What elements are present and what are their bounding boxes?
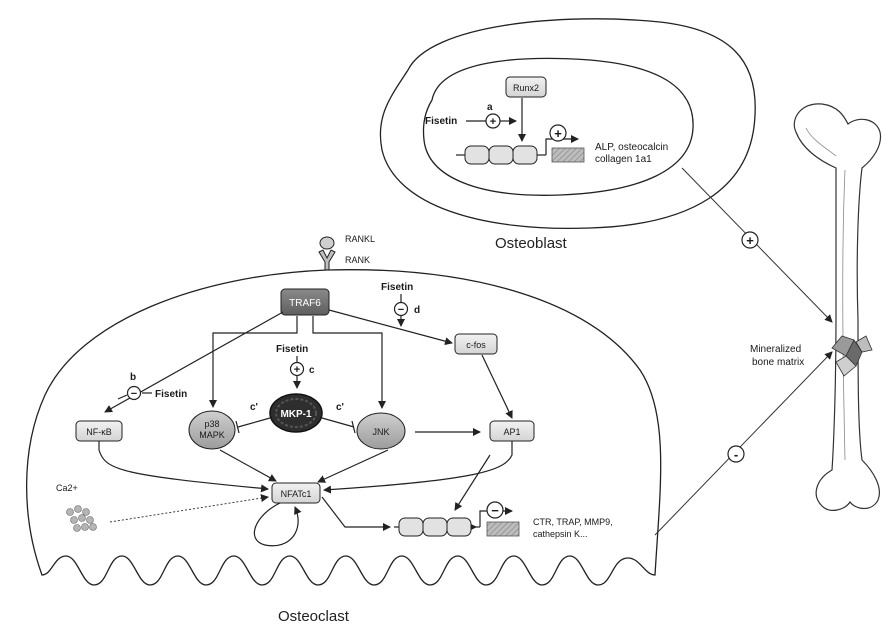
fisetin-b-label: Fisetin bbox=[155, 389, 187, 400]
p38-label-1: p38 bbox=[204, 419, 219, 429]
oc-dna-segment-1 bbox=[398, 517, 424, 537]
svg-text:-: - bbox=[734, 447, 738, 462]
tag-a: a bbox=[487, 102, 493, 113]
nfkb-label: NF-κB bbox=[86, 427, 112, 437]
plus-symbol-c bbox=[289, 361, 305, 377]
jnk-label: JNK bbox=[372, 427, 389, 437]
target-gene-ob bbox=[551, 147, 585, 163]
svg-text:+: + bbox=[294, 364, 300, 376]
svg-text:+: + bbox=[490, 116, 496, 128]
nfatc1-label: NFATc1 bbox=[281, 489, 312, 499]
mineral-crystal-icon bbox=[831, 335, 873, 377]
rank-receptor-icon bbox=[318, 249, 336, 273]
minus-symbol-bone bbox=[727, 445, 745, 463]
fisetin-c-label: Fisetin bbox=[276, 344, 308, 355]
p38-mapk-node bbox=[188, 410, 236, 450]
minus-symbol-d bbox=[393, 301, 409, 317]
minus-symbol-b bbox=[126, 385, 142, 401]
tag-d: d bbox=[414, 305, 420, 316]
plus-symbol-ob bbox=[549, 124, 567, 142]
minus-symbol-oc bbox=[486, 501, 504, 519]
nfatc1-node bbox=[271, 482, 321, 504]
dna-segment-1 bbox=[464, 145, 490, 165]
rankl-ligand bbox=[319, 236, 335, 250]
osteoblast-label: Osteoblast bbox=[495, 235, 568, 252]
svg-text:+: + bbox=[554, 126, 562, 141]
mkp1-label: MKP-1 bbox=[280, 409, 312, 420]
traf6-label: TRAF6 bbox=[289, 298, 321, 309]
dna-segment-3 bbox=[512, 145, 538, 165]
bone-illustration: Mineralized bone matrix bbox=[750, 103, 882, 511]
rank-label: RANK bbox=[345, 255, 370, 265]
ca2-label: Ca2+ bbox=[56, 483, 78, 493]
rankl-label: RANKL bbox=[345, 234, 375, 244]
bone-matrix-label-2: bone matrix bbox=[752, 357, 804, 368]
cfos-label: c-fos bbox=[466, 340, 486, 350]
fisetin-d-label: Fisetin bbox=[381, 282, 413, 293]
osteoclast-label: Osteoclast bbox=[278, 608, 350, 625]
svg-text:−: − bbox=[131, 388, 137, 400]
calcium-ions-icon bbox=[66, 505, 97, 532]
svg-text:+: + bbox=[746, 233, 754, 248]
c-prime-left: c' bbox=[250, 402, 258, 413]
svg-text:−: − bbox=[398, 304, 404, 316]
ap1-label: AP1 bbox=[503, 427, 520, 437]
jnk-node bbox=[356, 412, 406, 450]
osteoblast-targets-2: collagen 1a1 bbox=[595, 154, 652, 165]
oc-dna-segment-3 bbox=[446, 517, 472, 537]
svg-text:−: − bbox=[491, 503, 499, 518]
osteoclast-targets-1: CTR, TRAP, MMP9, bbox=[533, 517, 613, 527]
bone-matrix-label-1: Mineralized bbox=[750, 344, 801, 355]
dna-segment-2 bbox=[488, 145, 514, 165]
osteoblast-cell: Osteoblast Runx2 Fisetin + a + ALP, oste… bbox=[379, 18, 756, 252]
traf6-node bbox=[280, 288, 330, 316]
c-prime-right: c' bbox=[336, 402, 344, 413]
osteoblast-fisetin-label: Fisetin bbox=[425, 116, 457, 127]
runx2-label: Runx2 bbox=[513, 83, 539, 93]
osteoclast-targets-2: cathepsin K... bbox=[533, 529, 588, 539]
rank-receptor: RANKL RANK bbox=[318, 234, 375, 273]
oc-dna-segment-2 bbox=[422, 517, 448, 537]
osteoblast-targets-1: ALP, osteocalcin bbox=[595, 142, 668, 153]
target-gene-oc bbox=[486, 521, 520, 537]
runx2-node bbox=[505, 76, 547, 98]
plus-symbol-bone bbox=[741, 231, 759, 249]
cfos-node bbox=[454, 333, 498, 355]
osteoclast-cell: Osteoclast TRAF6 Fisetin − d c-fos Fiset… bbox=[25, 269, 662, 625]
tag-b: b bbox=[130, 372, 136, 383]
bone-shape bbox=[793, 103, 882, 511]
p38-label-2: MAPK bbox=[199, 430, 225, 440]
tag-c: c bbox=[309, 365, 315, 376]
